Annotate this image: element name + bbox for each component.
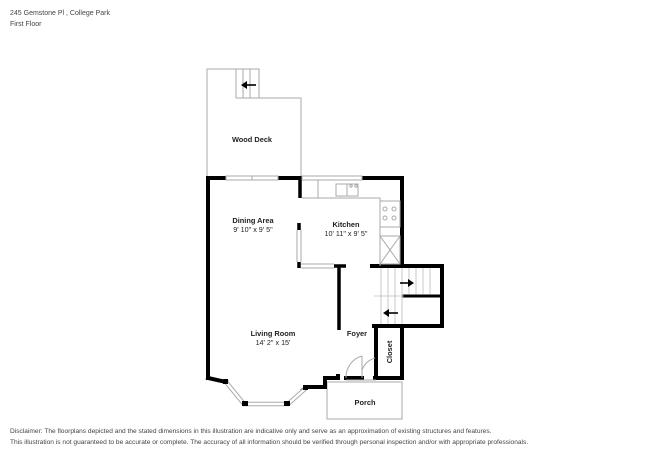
kitchen-window <box>301 175 363 181</box>
room-label-closet: Closet <box>385 340 394 363</box>
room-dims-dining-area: 9' 10" x 9' 5" <box>233 225 273 234</box>
room-label-wood-deck: Wood Deck <box>232 135 273 144</box>
room-label-foyer: Foyer <box>347 329 367 338</box>
arrow-left-icon <box>383 309 398 317</box>
room-label-dining-area: Dining Area <box>232 216 274 225</box>
entry-door <box>345 355 376 381</box>
interior-walls <box>297 180 346 330</box>
room-label-living-room: Living Room <box>251 329 296 338</box>
kitchen-opening <box>296 230 334 269</box>
bay-window <box>223 379 308 407</box>
room-label-porch: Porch <box>355 398 376 407</box>
arrow-left-icon <box>241 81 256 89</box>
property-address: 245 Gemstone Pl , College Park <box>10 10 110 17</box>
kitchen-counters <box>302 180 401 266</box>
room-label-kitchen: Kitchen <box>332 220 360 229</box>
room-dims-kitchen: 10' 11" x 9' 5" <box>325 229 368 238</box>
exterior-walls <box>205 176 444 393</box>
room-dims-living-room: 14' 2" x 15' <box>256 338 291 347</box>
floor-label: First Floor <box>10 21 42 28</box>
arrow-right-icon <box>400 279 414 287</box>
disclaimer-line-1: Disclaimer: The floorplans depicted and … <box>10 428 492 435</box>
wood-deck <box>206 68 302 178</box>
slider-door <box>225 175 279 181</box>
disclaimer-line-2: This illustration is not guaranteed to b… <box>10 439 529 446</box>
porch-outline <box>326 381 403 420</box>
